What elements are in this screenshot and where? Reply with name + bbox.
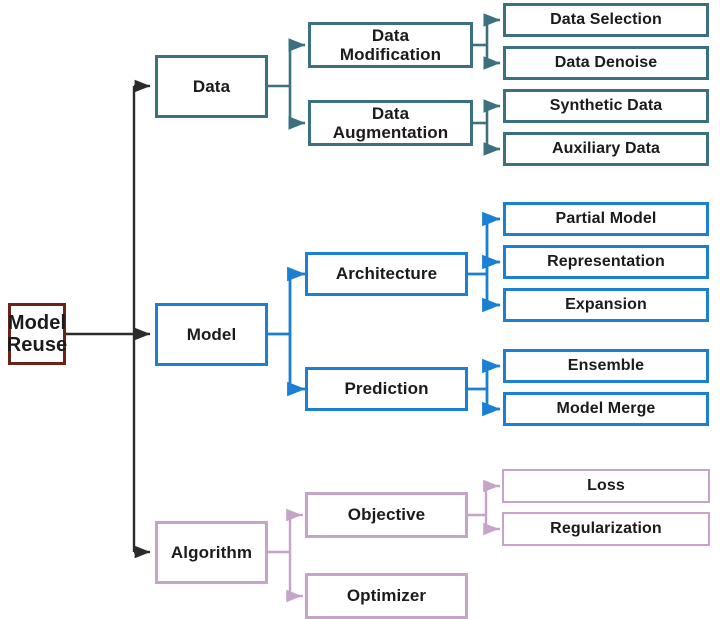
node-label: Loss [587,477,625,495]
leaf-data-selection[interactable]: Data Selection [503,3,709,37]
node-optimizer[interactable]: Optimizer [305,573,468,619]
algorithm-branch-connectors [268,479,500,603]
leaf-ensemble[interactable]: Ensemble [503,349,709,383]
node-label: Ensemble [567,357,645,375]
node-label: Prediction [344,379,429,399]
node-data[interactable]: Data [155,55,268,118]
node-label: Synthetic Data [549,97,663,115]
node-objective[interactable]: Objective [305,492,468,538]
node-data-modification[interactable]: Data Modification [308,22,473,68]
leaf-auxiliary-data[interactable]: Auxiliary Data [503,132,709,166]
node-label: Data Selection [550,11,662,29]
node-label-line2: Reuse [6,334,68,356]
node-label: Optimizer [346,586,427,606]
node-label: Objective [347,505,426,525]
node-label: Architecture [335,264,438,284]
node-label: Algorithm [170,542,253,562]
node-label: Regularization [550,520,662,538]
leaf-representation[interactable]: Representation [503,245,709,279]
node-label: Model Merge [556,400,656,418]
node-label-line2: Modification [339,45,442,64]
data-branch-connectors [268,13,501,156]
node-label: Partial Model [555,210,657,228]
node-label-line2: Augmentation [332,123,449,142]
leaf-model-merge[interactable]: Model Merge [503,392,709,426]
node-label: Auxiliary Data [551,140,661,158]
node-label: Model [186,324,237,344]
node-data-augmentation[interactable]: Data Augmentation [308,100,473,146]
leaf-synthetic-data[interactable]: Synthetic Data [503,89,709,123]
node-prediction[interactable]: Prediction [305,367,468,411]
leaf-regularization[interactable]: Regularization [502,512,710,546]
node-label-line1: Model [7,311,67,334]
leaf-data-denoise[interactable]: Data Denoise [503,46,709,80]
node-algorithm[interactable]: Algorithm [155,521,268,584]
root-trunk-connectors [65,79,151,559]
node-model[interactable]: Model [155,303,268,366]
node-label: Data [192,76,231,96]
node-architecture[interactable]: Architecture [305,252,468,296]
leaf-partial-model[interactable]: Partial Model [503,202,709,236]
node-label-line1: Data [371,103,410,123]
node-label-line1: Data [371,25,410,45]
leaf-loss[interactable]: Loss [502,469,710,503]
node-label: Expansion [565,296,647,314]
node-label: Data Denoise [554,54,658,72]
node-label: Representation [547,253,665,271]
leaf-expansion[interactable]: Expansion [503,288,709,322]
node-model-reuse-root[interactable]: Model Reuse [6,303,68,365]
model-branch-connectors [268,211,501,417]
